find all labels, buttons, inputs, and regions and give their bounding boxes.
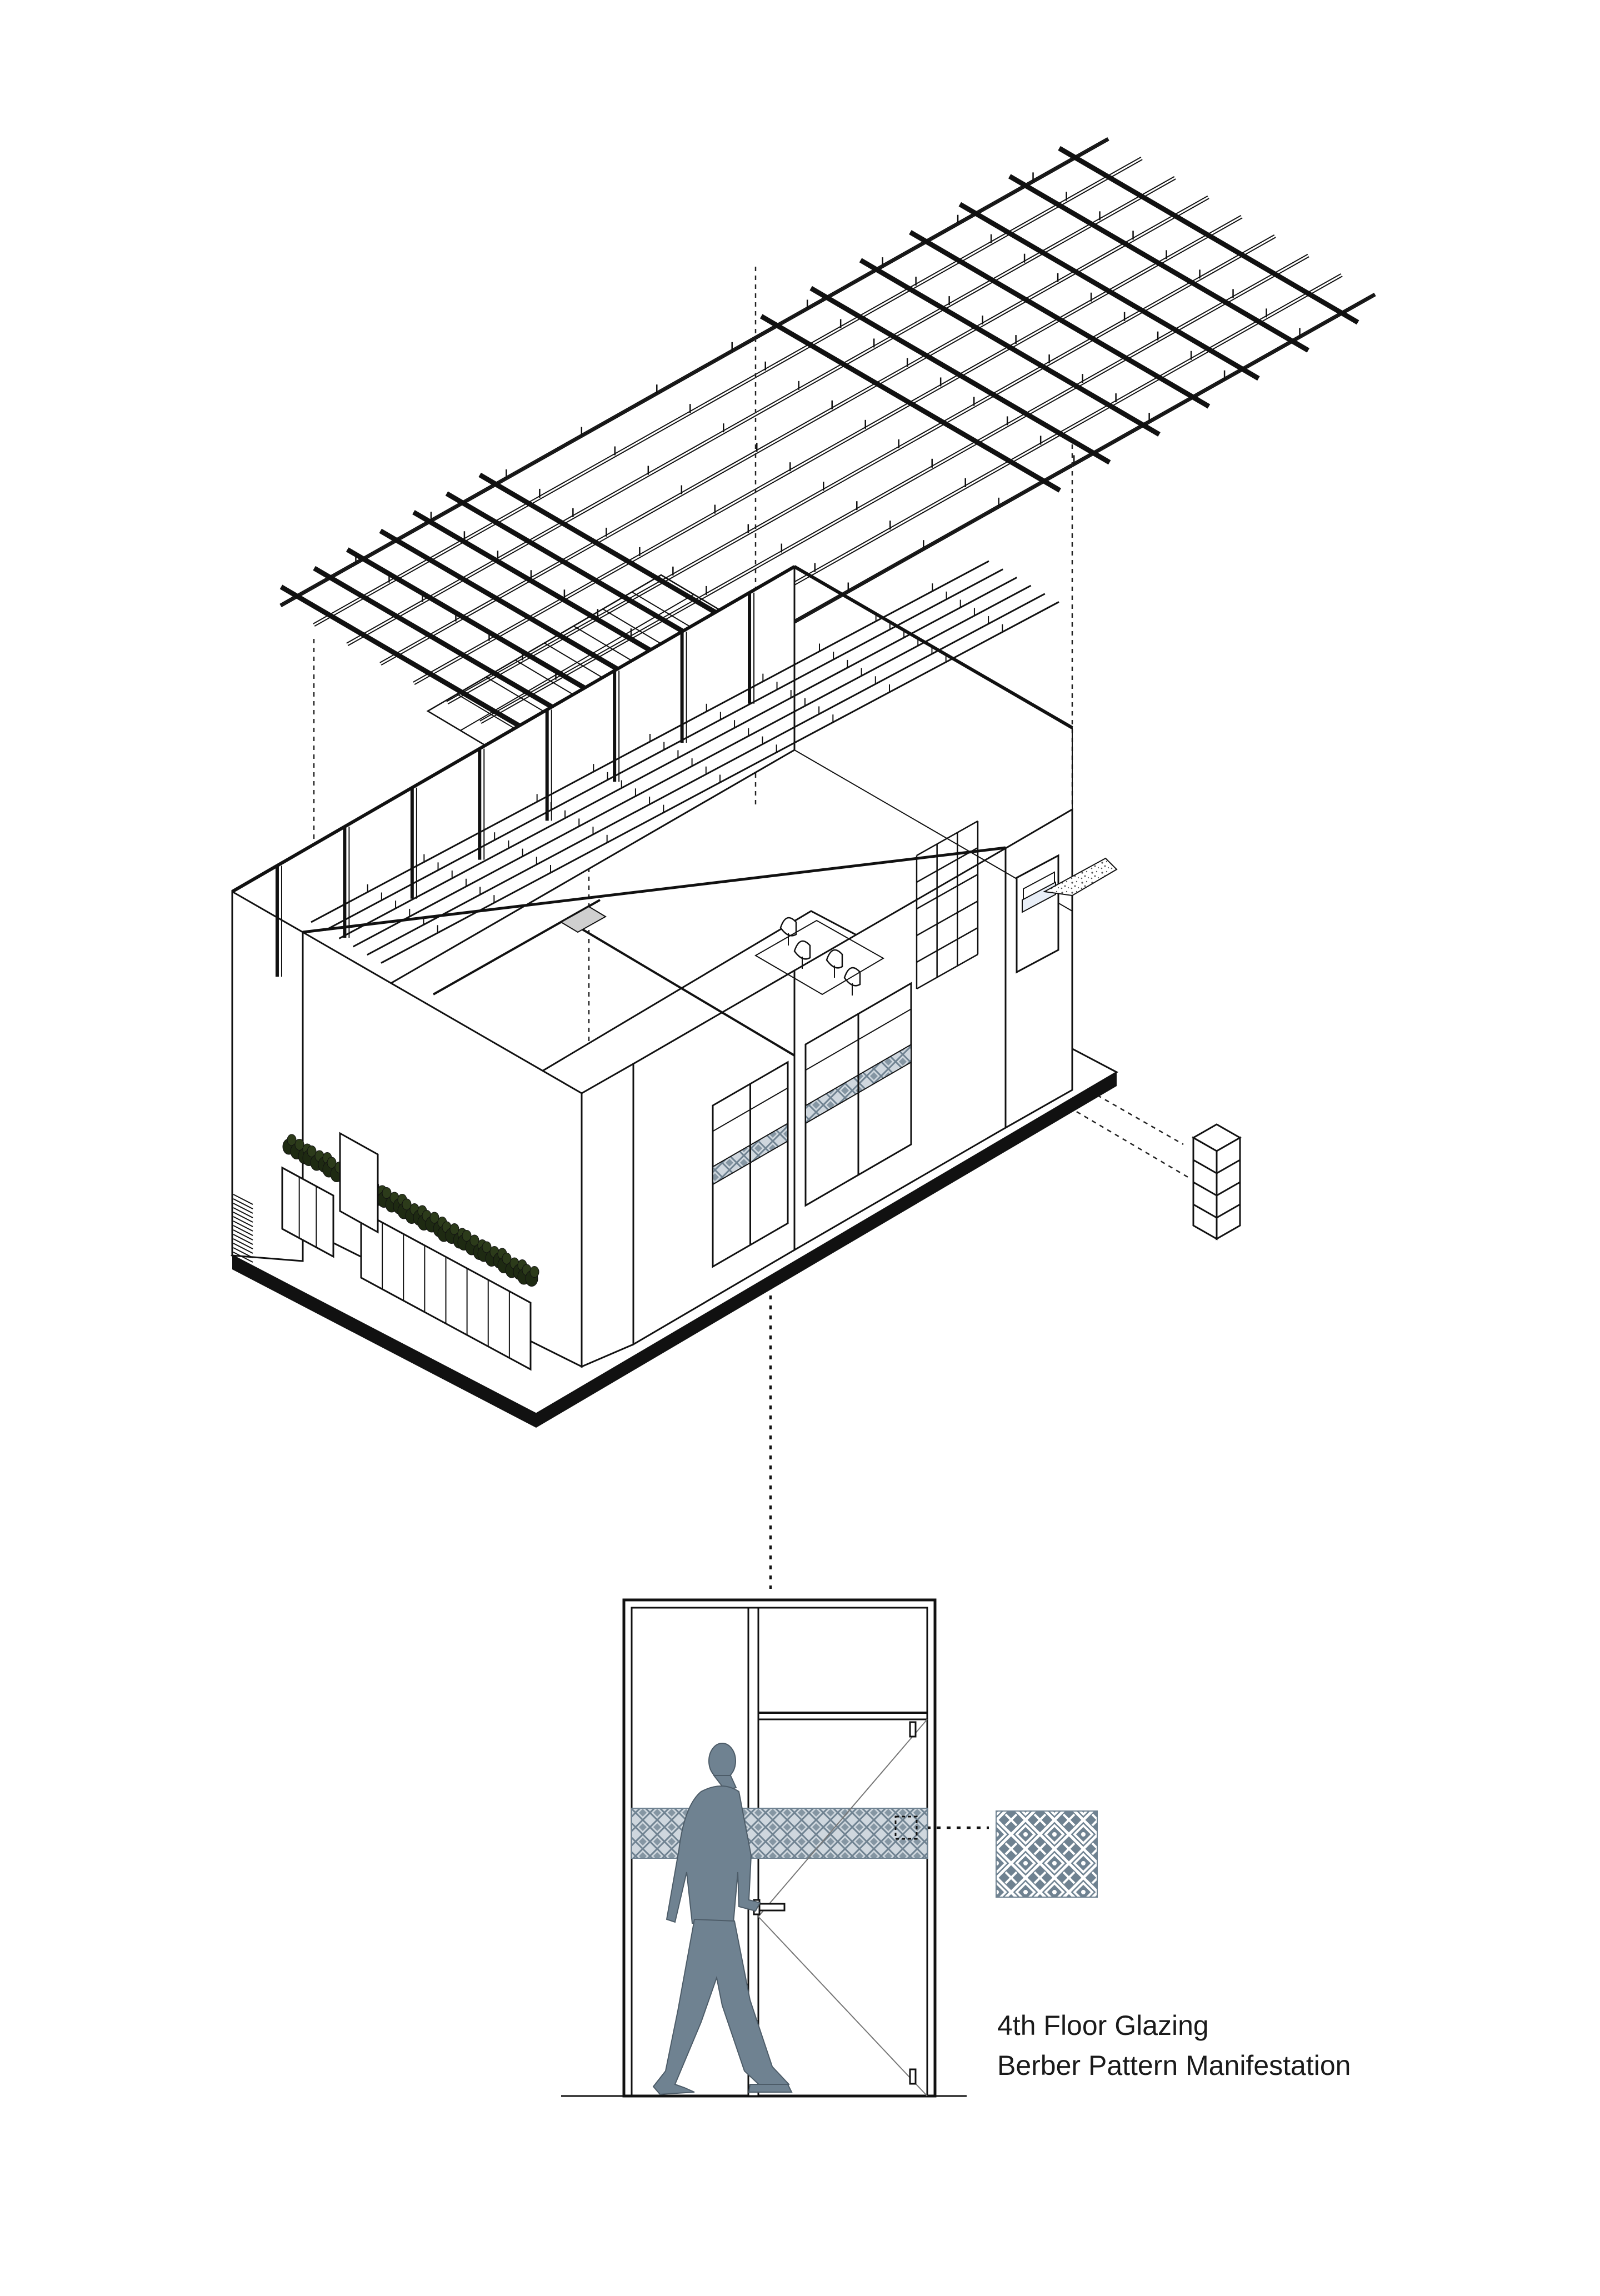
caption-line-1: 4th Floor Glazing — [997, 2010, 1209, 2041]
ceiling-crossbeam — [1058, 146, 1359, 325]
office-model — [231, 560, 1118, 1371]
storage-shelving — [916, 820, 979, 990]
meeting-table — [754, 919, 884, 996]
ceiling-vent — [560, 906, 607, 933]
chair — [826, 949, 843, 978]
ceiling-crossbeam — [909, 230, 1211, 409]
planter-small — [282, 1134, 344, 1182]
berber-pattern-band — [631, 1808, 928, 1859]
diagram-caption: 4th Floor Glazing Berber Pattern Manifes… — [997, 2005, 1351, 2085]
caption-line-2: Berber Pattern Manifestation — [997, 2050, 1351, 2081]
berber-pattern-swatch — [996, 1810, 1098, 1898]
walking-person-silhouette — [652, 1743, 793, 2095]
door-elevation — [561, 1598, 967, 2098]
chair — [793, 940, 811, 969]
ceiling-grid — [279, 137, 1376, 790]
chair — [779, 917, 797, 946]
ceiling-crossbeam — [809, 286, 1111, 465]
door-leader-line — [769, 1255, 989, 1829]
interior-door — [339, 1132, 379, 1234]
ceiling-crossbeam — [859, 258, 1161, 437]
ceiling-crossbeam — [958, 202, 1260, 381]
ceiling-crossbeam — [759, 314, 1062, 493]
ceiling-crossbeam — [1008, 174, 1310, 353]
shelf-unit — [1191, 1123, 1242, 1240]
gravel-balcony — [1042, 857, 1118, 897]
